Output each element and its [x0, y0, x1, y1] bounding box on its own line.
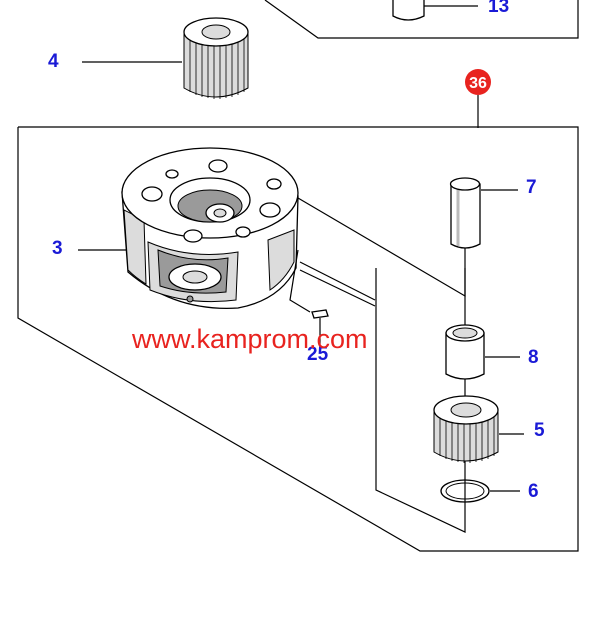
upper-group-frame — [264, 0, 579, 39]
callout-4: 4 — [48, 51, 59, 72]
callout-13: 13 — [488, 0, 509, 17]
callout-3: 3 — [52, 238, 63, 259]
callout-7: 7 — [526, 177, 537, 198]
part-5-planet-gear — [433, 395, 524, 463]
assembly-frame — [17, 126, 579, 552]
part-25-key — [289, 249, 376, 344]
sub-frame — [297, 197, 466, 533]
part-4-sun-gear — [82, 17, 249, 99]
callout-36: 36 — [469, 75, 487, 92]
callout-8: 8 — [528, 347, 539, 368]
part-8-bushing — [445, 324, 520, 380]
callout-6: 6 — [528, 481, 539, 502]
assembly-badge: 36 — [465, 69, 491, 128]
watermark: www.kamprom.com — [131, 324, 368, 354]
badge-circle — [465, 69, 491, 95]
part-7-shaft — [449, 177, 518, 249]
part-6-washer — [440, 479, 520, 503]
callout-5: 5 — [534, 420, 545, 441]
part-13-pin — [392, 0, 478, 21]
callout-25: 25 — [307, 344, 329, 365]
part-3-carrier — [78, 147, 299, 310]
